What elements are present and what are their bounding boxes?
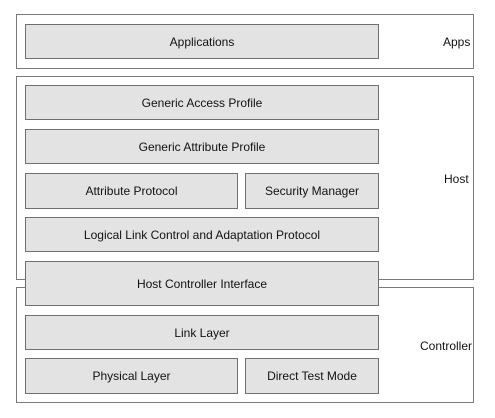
physical-layer-block: Physical Layer	[25, 358, 238, 394]
host-label: Host	[444, 172, 469, 186]
direct-test-mode-block: Direct Test Mode	[245, 358, 379, 394]
applications-block: Applications	[25, 24, 379, 59]
apps-label: Apps	[443, 35, 471, 49]
security-manager-block: Security Manager	[245, 173, 379, 209]
l2cap-block: Logical Link Control and Adaptation Prot…	[25, 217, 379, 252]
hci-block: Host Controller Interface	[25, 261, 379, 306]
controller-label: Controller	[420, 339, 473, 353]
link-layer-block: Link Layer	[25, 315, 379, 350]
generic-attribute-profile-block: Generic Attribute Profile	[25, 129, 379, 164]
attribute-protocol-block: Attribute Protocol	[25, 173, 238, 209]
generic-access-profile-block: Generic Access Profile	[25, 85, 379, 120]
